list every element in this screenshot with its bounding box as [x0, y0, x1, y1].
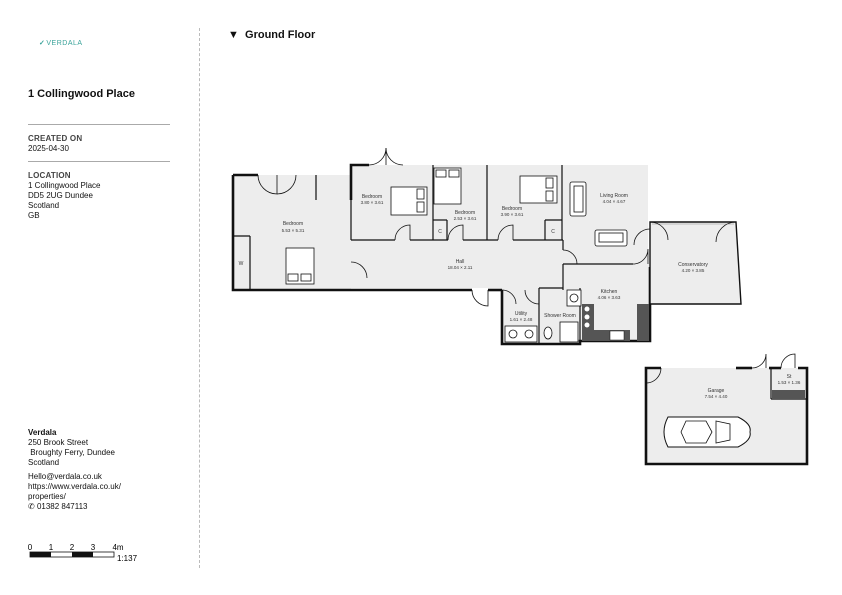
interior-walls [233, 165, 633, 344]
pillow-icon [545, 190, 554, 202]
location-line: 1 Collingwood Place [28, 181, 101, 190]
car-icon [663, 416, 751, 448]
room-name: Hall [456, 259, 465, 265]
divider [28, 161, 170, 162]
logo-text: VERDALA [46, 40, 83, 47]
shower-tray-icon [559, 321, 579, 343]
agent-website-link[interactable]: https://www.verdala.co.uk/ [28, 482, 121, 491]
washer-icon [508, 329, 518, 339]
room-name: Conservatory [678, 262, 708, 268]
kitchen-units [582, 304, 649, 341]
cupboard-tag: C [438, 229, 442, 235]
room-dims: 3.90 × 3.61 [501, 212, 524, 217]
location-line: DD5 2UG Dundee [28, 191, 93, 200]
pillow-icon [545, 177, 554, 189]
dryer-icon [524, 329, 534, 339]
pillow-icon [287, 273, 299, 282]
scale-tick-label: 0 [28, 543, 33, 552]
sofa-seat-icon [573, 185, 584, 213]
room-dims: 2.53 × 3.61 [454, 216, 477, 221]
agent-address-line: 250 Brook Street [28, 438, 89, 447]
room-name: Shower Room [544, 313, 576, 319]
room-name: St [787, 374, 792, 380]
conservatory-structure [649, 221, 742, 305]
location-line: Scotland [28, 201, 60, 210]
location-label: LOCATION [28, 171, 71, 180]
phone-icon: ✆ [28, 502, 35, 511]
scale-tick-label: 1 [49, 543, 54, 552]
room-name: Bedroom [455, 210, 475, 216]
divider [28, 124, 170, 125]
property-title: 1 Collingwood Place [28, 88, 135, 100]
room-dims: 7.54 × 4.40 [705, 394, 728, 399]
pillow-icon [416, 201, 425, 213]
room-name: Garage [708, 388, 725, 394]
room-dims: 3.80 × 3.61 [361, 200, 384, 205]
room-dims: 5.53 × 5.31 [282, 228, 305, 233]
room-name: Living Room [600, 193, 628, 199]
pillow-icon [300, 273, 312, 282]
scale-ratio: 1:137 [117, 554, 138, 563]
scale-tick-label: 4m [112, 543, 123, 552]
info-sidebar: ✓VERDALA 1 Collingwood Place CREATED ON … [0, 0, 200, 595]
scale-bar: 0 1 2 3 4m 1:137 [28, 543, 138, 563]
cupboard-tag: C [551, 229, 555, 235]
floor-title-text: Ground Floor [245, 29, 316, 41]
wardrobe-tag: W [239, 261, 244, 267]
brand-logo: ✓VERDALA [39, 39, 83, 47]
sink-bowl-icon [569, 293, 579, 303]
room-name: Utility [515, 311, 528, 317]
sidebar-divider [199, 28, 200, 568]
agent-email-link[interactable]: Hello@verdala.co.uk [28, 472, 102, 481]
room-name: Bedroom [362, 194, 382, 200]
agent-phone[interactable]: ✆ 01382 847113 [28, 502, 193, 512]
agent-address-line: Broughty Ferry, Dundee [28, 448, 116, 457]
room-name: Bedroom [502, 206, 522, 212]
agent-details: Verdala 250 Brook Street Broughty Ferry,… [28, 428, 193, 512]
room-dims: 1.61 × 2.48 [510, 317, 533, 322]
furniture [285, 167, 628, 343]
scale-tick-label: 2 [70, 543, 75, 552]
door-swings [257, 147, 796, 384]
pillow-icon [435, 169, 447, 178]
room-labels: Bedroom 5.53 × 5.31 Bedroom 3.80 × 3.61 … [239, 193, 801, 399]
floor-plan: Bedroom 5.53 × 5.31 Bedroom 3.80 × 3.61 … [231, 147, 809, 466]
created-label: CREATED ON [28, 134, 83, 143]
floor-title[interactable]: ▼ Ground Floor [228, 29, 315, 41]
room-dims: 4.20 × 3.85 [682, 268, 705, 273]
agent-name: Verdala [28, 428, 57, 437]
garage-structure [644, 366, 809, 466]
logo-mark-icon: ✓ [39, 40, 46, 47]
collapse-triangle-icon: ▼ [228, 29, 239, 41]
room-dims: 4.06 × 3.63 [598, 295, 621, 300]
pillow-icon [416, 188, 425, 200]
created-date: 2025-04-30 [28, 144, 69, 153]
room-name: Kitchen [601, 289, 618, 295]
room-dims: 18.04 × 2.11 [448, 265, 473, 270]
toilet-icon [543, 326, 553, 340]
agent-phone-number: 01382 847113 [36, 502, 88, 511]
sofa-seat-icon [598, 232, 624, 243]
agent-address-line: Scotland [28, 458, 60, 467]
agent-website-link-cont[interactable]: properties/ [28, 492, 66, 501]
kitchen-sink-icon [609, 330, 625, 341]
location-line: GB [28, 211, 40, 220]
scale-tick-label: 3 [91, 543, 96, 552]
pillow-icon [448, 169, 460, 178]
room-dims: 4.04 × 4.67 [603, 199, 626, 204]
room-name: Bedroom [283, 221, 303, 227]
room-dims: 1.53 × 1.36 [778, 380, 801, 385]
